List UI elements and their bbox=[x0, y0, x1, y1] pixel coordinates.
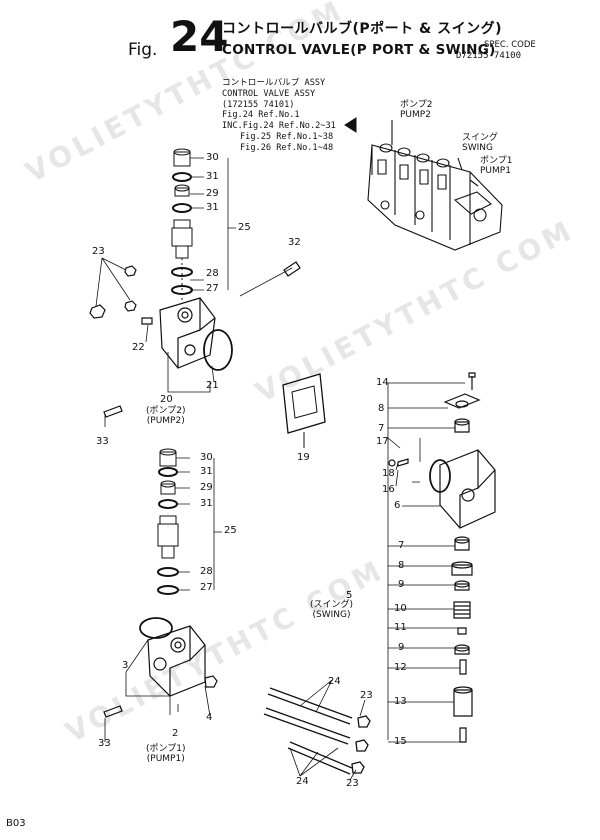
ref-number: 3 bbox=[122, 660, 129, 671]
pump2-sub-label: (ポンプ2) (PUMP2) bbox=[146, 406, 185, 426]
assembly-note-line: コントロールバルブ ASSY bbox=[222, 78, 326, 88]
gasket-plate bbox=[282, 373, 326, 448]
pump1-sub-label-jp: (ポンプ1) bbox=[146, 744, 186, 754]
ref-number: 30 bbox=[206, 152, 219, 163]
ref-number: 25 bbox=[238, 222, 251, 233]
pump1-callout-en: PUMP1 bbox=[480, 166, 511, 176]
pump2-callout: ポンプ2 PUMP2 bbox=[400, 100, 432, 120]
swing-sub-label: (スイング) (SWING) bbox=[310, 600, 353, 620]
pump2-callout-jp: ポンプ2 bbox=[400, 100, 433, 110]
ref-number: 9 bbox=[398, 642, 405, 653]
ref-number: 30 bbox=[200, 452, 213, 463]
ref-number: 32 bbox=[288, 237, 301, 248]
ref-number: 31 bbox=[206, 202, 219, 213]
ref-number: 7 bbox=[398, 540, 405, 551]
ref-number: 5 bbox=[346, 590, 353, 601]
ref-number: 31 bbox=[200, 498, 213, 509]
ref-number: 25 bbox=[224, 525, 237, 536]
ref-number: 33 bbox=[98, 738, 111, 749]
ref-number: 12 bbox=[394, 662, 407, 673]
ref-number: 27 bbox=[200, 582, 213, 593]
pump1-callout-jp: ポンプ1 bbox=[480, 156, 513, 166]
swing-sub-label-jp: (スイング) bbox=[310, 600, 354, 610]
ref-number: 14 bbox=[376, 377, 389, 388]
pump1-callout: ポンプ1 PUMP1 bbox=[480, 156, 512, 176]
ref-number: 23 bbox=[360, 690, 373, 701]
pump1-valve-block bbox=[103, 617, 218, 718]
ref-number: 27 bbox=[206, 283, 219, 294]
ref-number: 28 bbox=[206, 268, 219, 279]
assembly-note-line: Fig.24 Ref.No.1 bbox=[222, 110, 300, 121]
assembly-note: コントロールバルブ ASSY CONTROL VALVE ASSY (17215… bbox=[222, 78, 336, 154]
ref-number: 16 bbox=[382, 484, 395, 495]
title-english: CONTROL VAVLE(P PORT & SWING) bbox=[222, 42, 496, 58]
ref-number: 18 bbox=[382, 468, 395, 479]
pump1-cartridge-stack bbox=[157, 448, 179, 595]
swing-section bbox=[388, 372, 496, 743]
assembly-note-line: INC.Fig.24 Ref.No.2~31 bbox=[222, 121, 336, 132]
ref-number: 7 bbox=[378, 423, 385, 434]
ref-number: 10 bbox=[394, 603, 407, 614]
ref-number: 8 bbox=[398, 560, 405, 571]
leader-lines bbox=[95, 157, 465, 781]
swing-callout-en: SWING bbox=[462, 143, 493, 153]
ref-number: 4 bbox=[206, 712, 213, 723]
assembly-note-line: CONTROL VALVE ASSY bbox=[222, 88, 316, 99]
pump2-sub-label-jp: (ポンプ2) bbox=[146, 406, 186, 416]
ref-number: 19 bbox=[297, 452, 310, 463]
tie-rods bbox=[263, 687, 371, 775]
ref-number: 8 bbox=[378, 403, 385, 414]
ref-number: 24 bbox=[328, 676, 341, 687]
ref-number: 24 bbox=[296, 776, 309, 787]
ref-number: 28 bbox=[200, 566, 213, 577]
pump2-valve-block bbox=[89, 261, 301, 418]
ref-number: 15 bbox=[394, 736, 407, 747]
ref-number: 2 bbox=[172, 728, 179, 739]
assembly-note-line: Fig.26 Ref.No.1~48 bbox=[240, 142, 334, 153]
ref-number: 31 bbox=[206, 171, 219, 182]
spec-code: D72155-74100 bbox=[456, 51, 522, 61]
swing-sub-label-en: (SWING) bbox=[312, 610, 351, 620]
ref-number: 11 bbox=[394, 622, 407, 633]
ref-number: 23 bbox=[92, 246, 105, 257]
fig-label: Fig. bbox=[128, 40, 158, 60]
ref-number: 9 bbox=[398, 579, 405, 590]
valve-assembly-overview bbox=[367, 120, 503, 251]
swing-callout: スイング SWING bbox=[462, 133, 498, 153]
assembly-note-line: (172155 74101) bbox=[222, 99, 295, 110]
pump1-sub-label: (ポンプ1) (PUMP1) bbox=[146, 744, 185, 764]
pump2-sub-label-en: (PUMP2) bbox=[146, 416, 185, 426]
ref-number: 20 bbox=[160, 394, 173, 405]
ref-number: 31 bbox=[200, 466, 213, 477]
ref-number: 29 bbox=[200, 482, 213, 493]
ref-number: 17 bbox=[376, 436, 389, 447]
fig-number: 24 bbox=[170, 12, 229, 61]
title-japanese: コントロールバルブ(Pポート & スイング) bbox=[222, 21, 503, 37]
spec-code-label: SPEC. CODE bbox=[484, 40, 536, 50]
pump2-callout-en: PUMP2 bbox=[400, 110, 431, 120]
page-code: B03 bbox=[6, 818, 26, 829]
pump2-cartridge-stack bbox=[171, 148, 193, 300]
ref-number: 23 bbox=[346, 778, 359, 789]
pump1-sub-label-en: (PUMP1) bbox=[146, 754, 185, 764]
ref-number: 21 bbox=[206, 380, 219, 391]
ref-number: 33 bbox=[96, 436, 109, 447]
ref-number: 29 bbox=[206, 188, 219, 199]
ref-number: 6 bbox=[394, 500, 401, 511]
swing-callout-jp: スイング bbox=[462, 133, 499, 143]
assembly-note-line: Fig.25 Ref.No.1~38 bbox=[240, 131, 334, 142]
ref-number: 22 bbox=[132, 342, 145, 353]
pointer-arrow-icon bbox=[344, 117, 357, 133]
ref-number: 13 bbox=[394, 696, 407, 707]
